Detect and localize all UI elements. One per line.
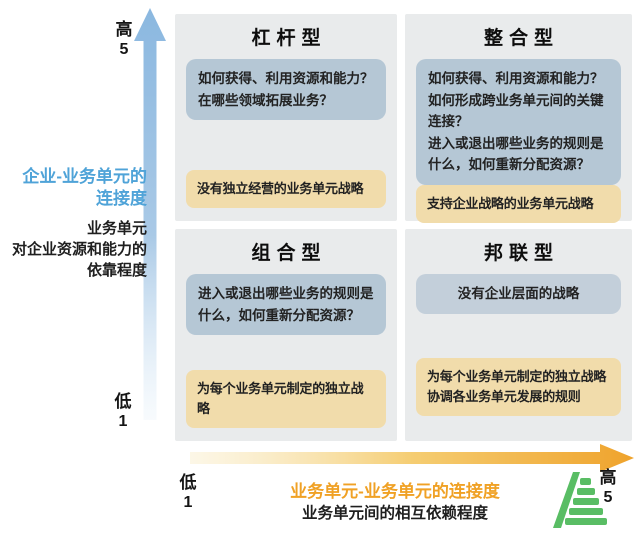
quadrant-title: 整合型	[483, 28, 559, 49]
quadrant-grid: 杠杆型 如何获得、利用资源和能力？ 在哪些领域拓展业务？ 没有独立经营的业务单元…	[175, 14, 632, 441]
strategy-box: 支持企业战略的业务单元战略	[416, 184, 621, 224]
y-axis-subtitle: 业务单元 对企业资源和能力的 依靠程度	[11, 220, 147, 280]
strategy-box: 为每个业务单元制定的独立战略	[186, 369, 386, 428]
y-axis-low-label: 低 1	[101, 391, 145, 432]
strategy-box: 为每个业务单元制定的独立战略 协调各业务单元发展的规则	[416, 357, 621, 416]
quadrant-confederation: 邦联型 没有企业层面的战略 为每个业务单元制定的独立战略 协调各业务单元发展的规…	[405, 229, 632, 441]
x-axis-low-label: 低 1	[166, 472, 210, 513]
x-axis-title: 业务单元-业务单元的连接度	[290, 482, 500, 501]
quadrant-leverage: 杠杆型 如何获得、利用资源和能力？ 在哪些领域拓展业务？ 没有独立经营的业务单元…	[175, 14, 397, 221]
right-arrow-icon	[190, 444, 634, 472]
strategy-box: 没有独立经营的业务单元战略	[186, 169, 386, 208]
x-low-value: 1	[183, 494, 193, 512]
green-leaf-logo	[553, 472, 607, 528]
x-low-word: 低	[179, 473, 197, 492]
x-high-value: 5	[603, 489, 613, 507]
y-axis-high-label: 高 5	[102, 19, 146, 60]
question-box: 进入或退出哪些业务的规则是什么，如何重新分配资源？	[186, 274, 386, 336]
question-box: 没有企业层面的战略	[416, 274, 621, 314]
y-high-word: 高	[115, 20, 133, 39]
quadrant-title: 组合型	[251, 243, 327, 264]
x-axis-high-label: 高 5	[586, 467, 630, 508]
y-low-word: 低	[114, 392, 132, 411]
quadrant-portfolio: 组合型 进入或退出哪些业务的规则是什么，如何重新分配资源？ 为每个业务单元制定的…	[175, 229, 397, 441]
x-high-word: 高	[599, 468, 617, 487]
x-axis-subtitle: 业务单元间的相互依赖程度	[301, 505, 488, 522]
y-low-value: 1	[118, 413, 128, 431]
y-axis-labels: 企业-业务单元的 连接度 业务单元 对企业资源和能力的 依靠程度	[0, 166, 147, 281]
question-box: 如何获得、利用资源和能力？ 在哪些领域拓展业务？	[186, 59, 386, 121]
question-box: 如何获得、利用资源和能力？ 如何形成跨业务单元间的关键连接？ 进入或退出哪些业务…	[416, 59, 621, 185]
up-arrow-icon	[134, 8, 166, 420]
quadrant-integration: 整合型 如何获得、利用资源和能力？ 如何形成跨业务单元间的关键连接？ 进入或退出…	[405, 14, 632, 224]
quadrant-title: 邦联型	[483, 243, 559, 264]
y-high-value: 5	[119, 41, 129, 59]
quadrant-title: 杠杆型	[251, 28, 327, 49]
y-axis-title: 企业-业务单元的 连接度	[22, 167, 147, 209]
